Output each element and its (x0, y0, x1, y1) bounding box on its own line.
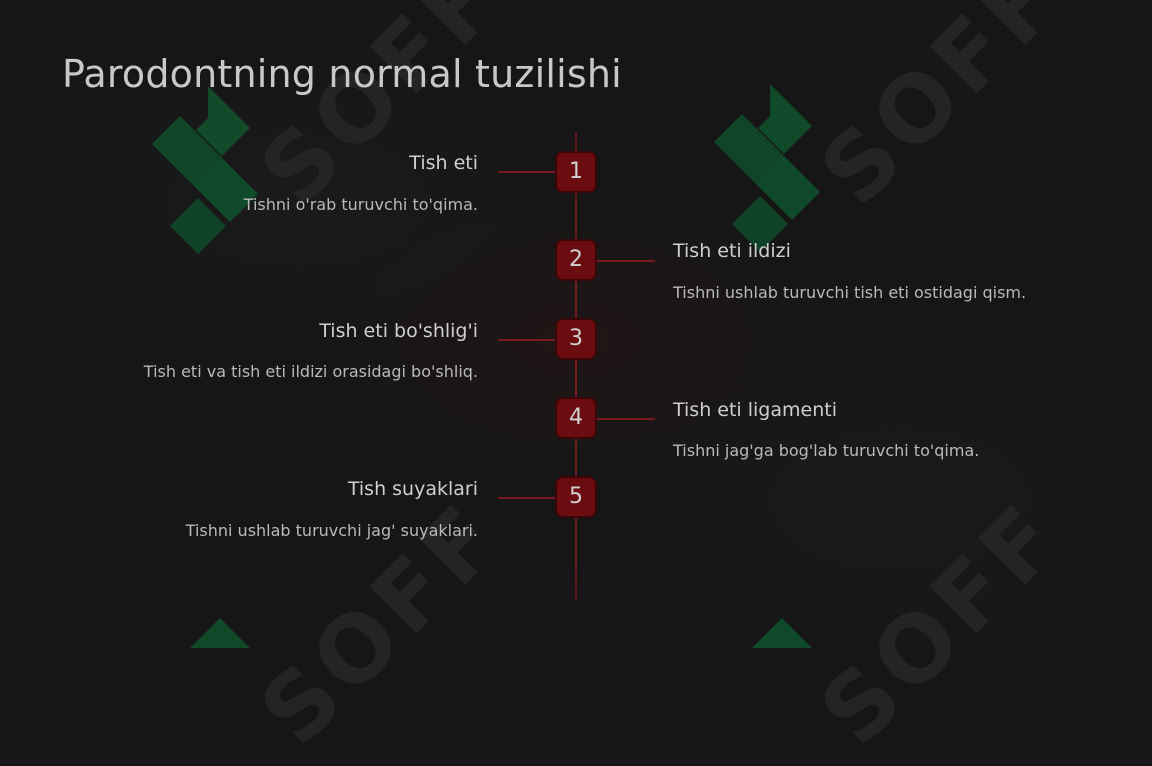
item-title: Tish eti bo'shlig'i (319, 320, 478, 342)
connector-line (498, 497, 556, 499)
item-title: Tish eti (409, 152, 478, 174)
connector-line (498, 339, 556, 341)
step-badge-5: 5 (557, 478, 595, 516)
item-description: Tishni ushlab turuvchi jag' suyaklari. (185, 521, 478, 540)
item-description: Tishni ushlab turuvchi tish eti ostidagi… (673, 283, 1027, 302)
step-badge-3: 3 (557, 320, 595, 358)
page-title: Parodontning normal tuzilishi (62, 52, 622, 96)
item-title: Tish eti ligamenti (673, 399, 837, 421)
item-title: Tish suyaklari (347, 478, 478, 500)
connector-line (498, 171, 556, 173)
item-title: Tish eti ildizi (673, 240, 791, 262)
timeline-axis (575, 132, 577, 600)
step-badge-1: 1 (557, 153, 595, 191)
connector-line (595, 418, 655, 420)
step-badge-2: 2 (557, 241, 595, 279)
step-badge-4: 4 (557, 399, 595, 437)
item-description: Tishni jag'ga bog'lab turuvchi to'qima. (673, 441, 980, 460)
item-description: Tish eti va tish eti ildizi orasidagi bo… (143, 362, 478, 381)
connector-line (595, 260, 655, 262)
item-description: Tishni o'rab turuvchi to'qima. (243, 195, 478, 214)
